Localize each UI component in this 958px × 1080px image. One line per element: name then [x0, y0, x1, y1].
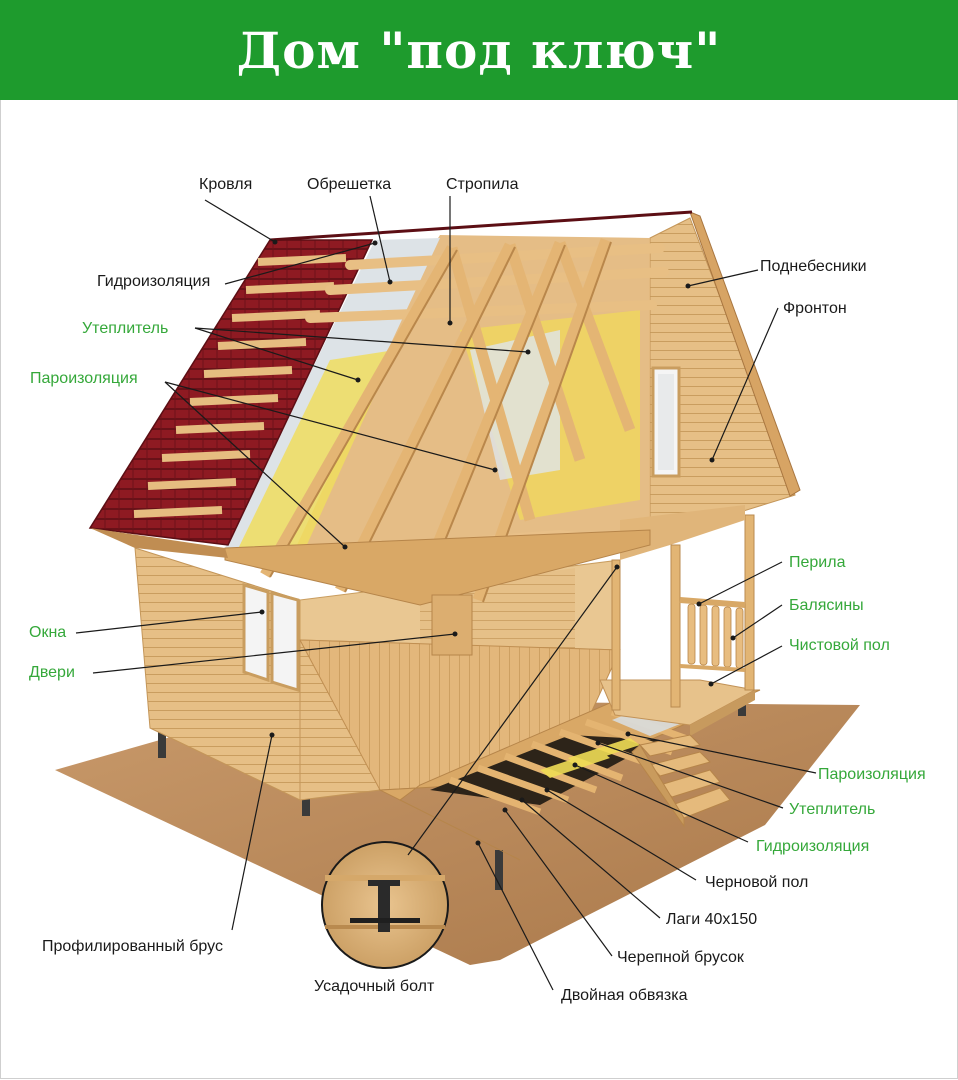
label-fronton: Фронтон — [783, 300, 847, 317]
roof-battens — [133, 254, 347, 518]
label-okna: Окна — [29, 624, 67, 641]
label-krovlya: Кровля — [199, 176, 253, 193]
label-stropila: Стропила — [446, 176, 519, 193]
stairs — [631, 734, 731, 828]
label-balyasiny: Балясины — [789, 597, 864, 614]
header-banner: Дом "под ключ" — [0, 0, 958, 100]
terrace-edge — [690, 690, 755, 736]
label-podnebesniki: Поднебесники — [760, 258, 867, 275]
rafters — [260, 238, 636, 603]
label-dveri: Двери — [29, 664, 75, 681]
gable-window — [651, 366, 681, 478]
label-profilirovannyy-brus: Профилированный брус — [42, 938, 223, 955]
label-gidroizolyaciya-top: Гидроизоляция — [97, 273, 211, 290]
label-chernovoy-pol: Черновой пол — [705, 874, 809, 891]
label-perila: Перила — [789, 554, 846, 571]
label-uteplitel-bottom: Утеплитель — [789, 801, 876, 818]
interior-door — [431, 594, 473, 656]
attic-floor-beam — [224, 529, 651, 606]
label-paroizolyaciya-top: Пароизоляция — [30, 370, 138, 387]
railing — [679, 597, 746, 672]
leader-dots — [259, 239, 736, 846]
gable-lower-wall — [620, 505, 745, 560]
label-chistovoy-pol: Чистовой пол — [789, 637, 890, 654]
upper-eave — [90, 528, 228, 558]
label-gidroizolyaciya-bottom: Гидроизоляция — [756, 838, 870, 855]
side-windows — [242, 583, 300, 693]
label-cherepnoy-brusok: Черепной брусок — [617, 949, 744, 966]
roof-ridge-line — [269, 210, 693, 242]
leader-lines — [75, 195, 817, 991]
bolt-inset — [321, 841, 449, 969]
label-uteplitel-top: Утеплитель — [82, 320, 169, 337]
page-title: Дом "под ключ" — [236, 20, 722, 80]
label-lagi: Лаги 40х150 — [666, 911, 758, 928]
roof-insulation — [235, 350, 395, 560]
label-paroizolyaciya-bottom: Пароизоляция — [818, 766, 926, 783]
label-obreshetka: Обрешетка — [307, 176, 392, 193]
label-usadochnyy-bolt: Усадочный болт — [314, 978, 435, 995]
barge-board — [689, 211, 801, 497]
label-dvoynaya-obvyazka: Двойная обвязка — [561, 987, 688, 1004]
